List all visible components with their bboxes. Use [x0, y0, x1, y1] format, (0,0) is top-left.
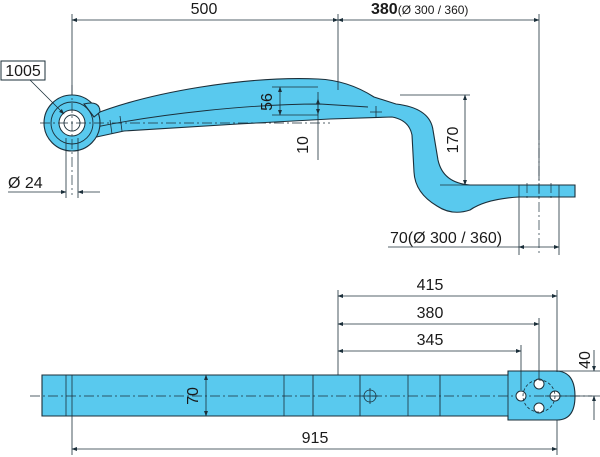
- dimension-500: 500: [71, 1, 339, 95]
- dimension-345: 345: [337, 332, 522, 390]
- dim-345-label: 345: [417, 332, 444, 349]
- dimension-380-plan: 380: [337, 305, 540, 380]
- dim-10-label: 10: [295, 136, 312, 154]
- dimension-56: 56: [259, 86, 318, 116]
- spring-plan-body: [41, 370, 576, 421]
- dimension-915: 915: [71, 416, 558, 455]
- dim-40-label: 40: [577, 351, 594, 369]
- spring-plan-view: [30, 370, 592, 421]
- dimension-eye-diameter: Ø 24: [8, 138, 100, 198]
- dimension-415: 415: [337, 277, 558, 375]
- dim-380-plan-label: 380: [417, 305, 444, 322]
- part-number-label: 1005: [5, 63, 41, 80]
- spring-side-view: [40, 78, 576, 255]
- part-number-callout: 1005: [0, 60, 65, 115]
- dim-70-end-label: 70(Ø 300 / 360): [390, 230, 502, 247]
- dim-500-label: 500: [191, 1, 218, 18]
- dim-415-label: 415: [417, 277, 444, 294]
- dim-170-label: 170: [445, 127, 462, 154]
- dim-56-label: 56: [259, 93, 276, 111]
- dim-eye-label: Ø 24: [8, 175, 43, 192]
- dim-380-label: 380(Ø 300 / 360): [371, 1, 468, 18]
- dimension-10: 10: [295, 92, 320, 160]
- dimension-70-width: 70: [185, 374, 208, 417]
- dimension-40: 40: [545, 350, 600, 420]
- dim-70-width-label: 70: [185, 387, 202, 405]
- dimension-380: 380(Ø 300 / 360): [337, 1, 540, 180]
- dimension-70-end: 70(Ø 300 / 360): [388, 197, 560, 255]
- spring-arm: [91, 78, 576, 213]
- dimension-170: 170: [400, 94, 472, 186]
- dim-915-label: 915: [302, 430, 329, 447]
